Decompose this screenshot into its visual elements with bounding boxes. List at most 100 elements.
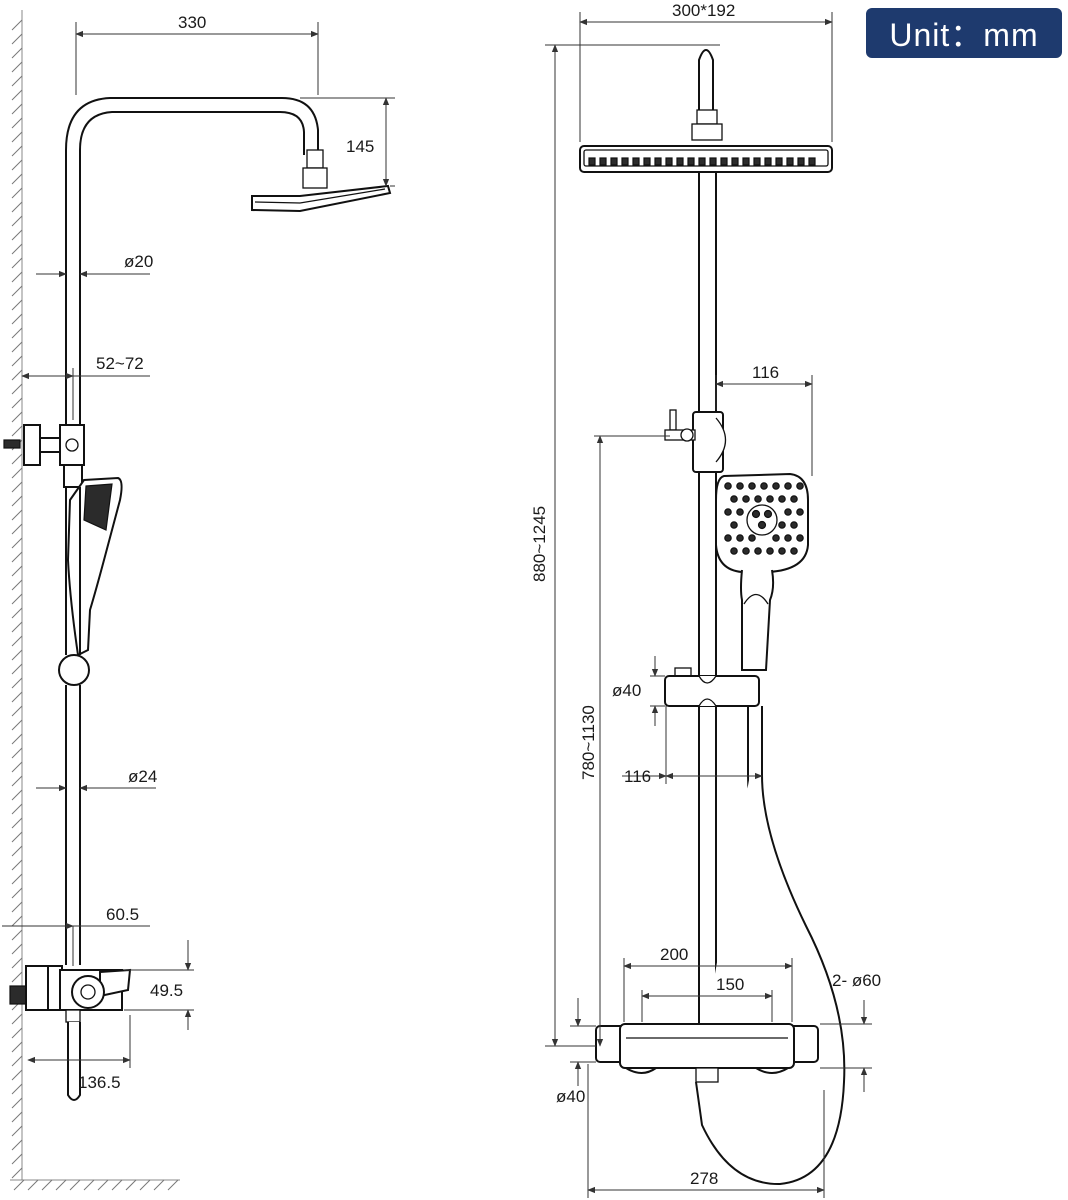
nozzle [724, 508, 732, 516]
hatch-line [11, 495, 23, 507]
hatch-line [11, 229, 23, 241]
hatch-line [11, 299, 23, 311]
hatch-line [11, 383, 23, 395]
dim-holder-height: 780~1130 [579, 705, 598, 780]
hatch-line [11, 89, 23, 101]
nozzle [778, 495, 786, 503]
dim-total-height: 880~1245 [530, 506, 549, 582]
nozzle [790, 547, 798, 555]
nozzle [754, 495, 762, 503]
hatch-line [11, 943, 23, 955]
hatch-line [11, 957, 23, 969]
front-view: 300*192 880~1245 116 780~1130 ø40 116 [530, 1, 881, 1198]
nozzle [775, 157, 783, 166]
hatch-line [11, 607, 23, 619]
hatch-line [11, 159, 23, 171]
nozzle [766, 547, 774, 555]
hatch-line [11, 1027, 23, 1039]
hatch-line [11, 733, 23, 745]
dim-holder-dia: ø40 [612, 681, 641, 700]
nozzle [736, 534, 744, 542]
hatch-line [11, 789, 23, 801]
nozzle [736, 508, 744, 516]
hatch-line [11, 649, 23, 661]
nozzle [724, 482, 732, 490]
hatch-line [11, 873, 23, 885]
dim-upper-pipe-dia: ø20 [124, 252, 153, 271]
nozzle [724, 534, 732, 542]
dim-lower-pipe-dia: ø24 [128, 767, 157, 786]
hatch-line [11, 19, 23, 31]
hatch-line [11, 1167, 23, 1179]
hatch-line [11, 117, 23, 129]
nozzle [772, 482, 780, 490]
hatch-line [11, 243, 23, 255]
nozzle [632, 157, 640, 166]
dim-top-width: 330 [178, 13, 206, 32]
hatch-line [11, 327, 23, 339]
hatch-line [11, 411, 23, 423]
hatch-line [11, 131, 23, 143]
nozzle [778, 547, 786, 555]
hatch-line [167, 1179, 179, 1191]
dim-inlet-spacing: 150 [716, 975, 744, 994]
hatch-line [11, 173, 23, 185]
hatch-line [11, 75, 23, 87]
hatch-line [153, 1179, 165, 1191]
hatch-line [11, 845, 23, 857]
nozzle [643, 157, 651, 166]
hatch-line [11, 201, 23, 213]
hatch-line [11, 33, 23, 45]
front-hose [695, 706, 846, 1186]
nozzle [742, 157, 750, 166]
dim-valve-width: 200 [660, 945, 688, 964]
hatch-line [11, 971, 23, 983]
hatch-line [11, 1139, 23, 1151]
hatch-line [11, 719, 23, 731]
hatch-line [11, 1097, 23, 1109]
dim-valve-height: 49.5 [150, 981, 183, 1000]
front-wall-bracket [664, 409, 727, 473]
nozzle [772, 534, 780, 542]
wall [10, 10, 180, 1191]
hatch-line [11, 621, 23, 633]
front-hand-shower [715, 472, 809, 671]
nozzle [796, 482, 804, 490]
dim-wall-distance: 52~72 [96, 354, 144, 373]
dim-valve-dia: ø40 [556, 1087, 585, 1106]
side-lower-pipe [65, 487, 81, 965]
front-holder-slider [664, 667, 760, 707]
hatch-line [11, 313, 23, 325]
side-valve [9, 965, 132, 1101]
nozzle [748, 482, 756, 490]
hatch-line [11, 425, 23, 437]
hatch-line [11, 761, 23, 773]
dim-inlet-dia: 2- ø60 [832, 971, 881, 990]
dim-valve-offset: 60.5 [106, 905, 139, 924]
nozzle [796, 534, 804, 542]
hatch-line [11, 691, 23, 703]
hatch-line [11, 271, 23, 283]
hatch-line [11, 47, 23, 59]
dim-holder-offset: 116 [624, 767, 651, 786]
nozzle [808, 157, 816, 166]
hatch-line [11, 481, 23, 493]
nozzle [730, 521, 738, 529]
nozzle [742, 547, 750, 555]
hatch-line [11, 467, 23, 479]
nozzle [784, 482, 792, 490]
hatch-line [11, 1125, 23, 1137]
hatch-line [69, 1179, 81, 1191]
hatch-line [11, 915, 23, 927]
hatch-line [11, 593, 23, 605]
hatch-line [125, 1179, 137, 1191]
nozzle [709, 157, 717, 166]
nozzle [730, 547, 738, 555]
hatch-line [11, 887, 23, 899]
hatch-line [97, 1179, 109, 1191]
nozzle [790, 521, 798, 529]
hatch-line [139, 1179, 151, 1191]
hatch-line [11, 369, 23, 381]
nozzle [654, 157, 662, 166]
